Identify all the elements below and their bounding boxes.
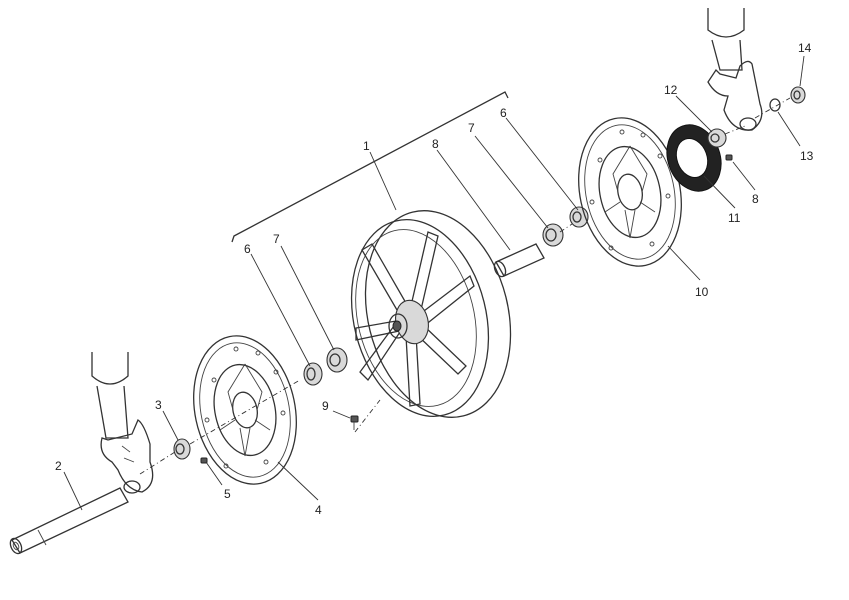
bearing-6-left [303, 362, 323, 386]
callout-8-bolt: 8 [752, 192, 759, 206]
assembly-bracket [231, 91, 509, 243]
washer-13 [769, 98, 781, 112]
callout-5: 5 [224, 487, 231, 501]
callout-13: 13 [800, 149, 814, 163]
right-brake-disc [578, 117, 682, 267]
callout-3: 3 [155, 398, 162, 412]
bearing-7-right [542, 223, 564, 247]
spacer-tube-8 [493, 243, 545, 278]
callout-6-left: 6 [244, 242, 251, 256]
nut-14 [790, 86, 806, 104]
wheel-rim [350, 210, 512, 418]
callout-1: 1 [363, 139, 370, 153]
right-fork-leg [707, 8, 763, 131]
bush-12 [707, 128, 727, 148]
callout-2: 2 [55, 459, 62, 473]
callout-12: 12 [664, 83, 678, 97]
callout-10: 10 [695, 285, 709, 299]
axis-lines [139, 97, 791, 475]
bearing-7-left [326, 347, 348, 373]
callout-labels: 1 2 3 4 5 6 7 8 7 6 9 10 11 12 13 14 8 [55, 41, 814, 517]
callout-4: 4 [315, 503, 322, 517]
valve-9 [350, 415, 359, 430]
callout-9: 9 [322, 399, 329, 413]
callout-8-spacer: 8 [432, 137, 439, 151]
tone-ring-11 [666, 124, 722, 192]
callout-6-right: 6 [500, 106, 507, 120]
bolt-8 [725, 154, 733, 161]
callout-11: 11 [728, 211, 741, 225]
left-fork-leg [91, 352, 154, 494]
callout-14: 14 [798, 41, 812, 55]
bolt-5 [200, 457, 208, 464]
axle [9, 487, 129, 555]
callout-7-left: 7 [273, 232, 280, 246]
leader-lines [63, 55, 805, 511]
callout-7-right: 7 [468, 121, 475, 135]
left-brake-disc [193, 335, 297, 485]
spacer-3 [173, 438, 191, 460]
